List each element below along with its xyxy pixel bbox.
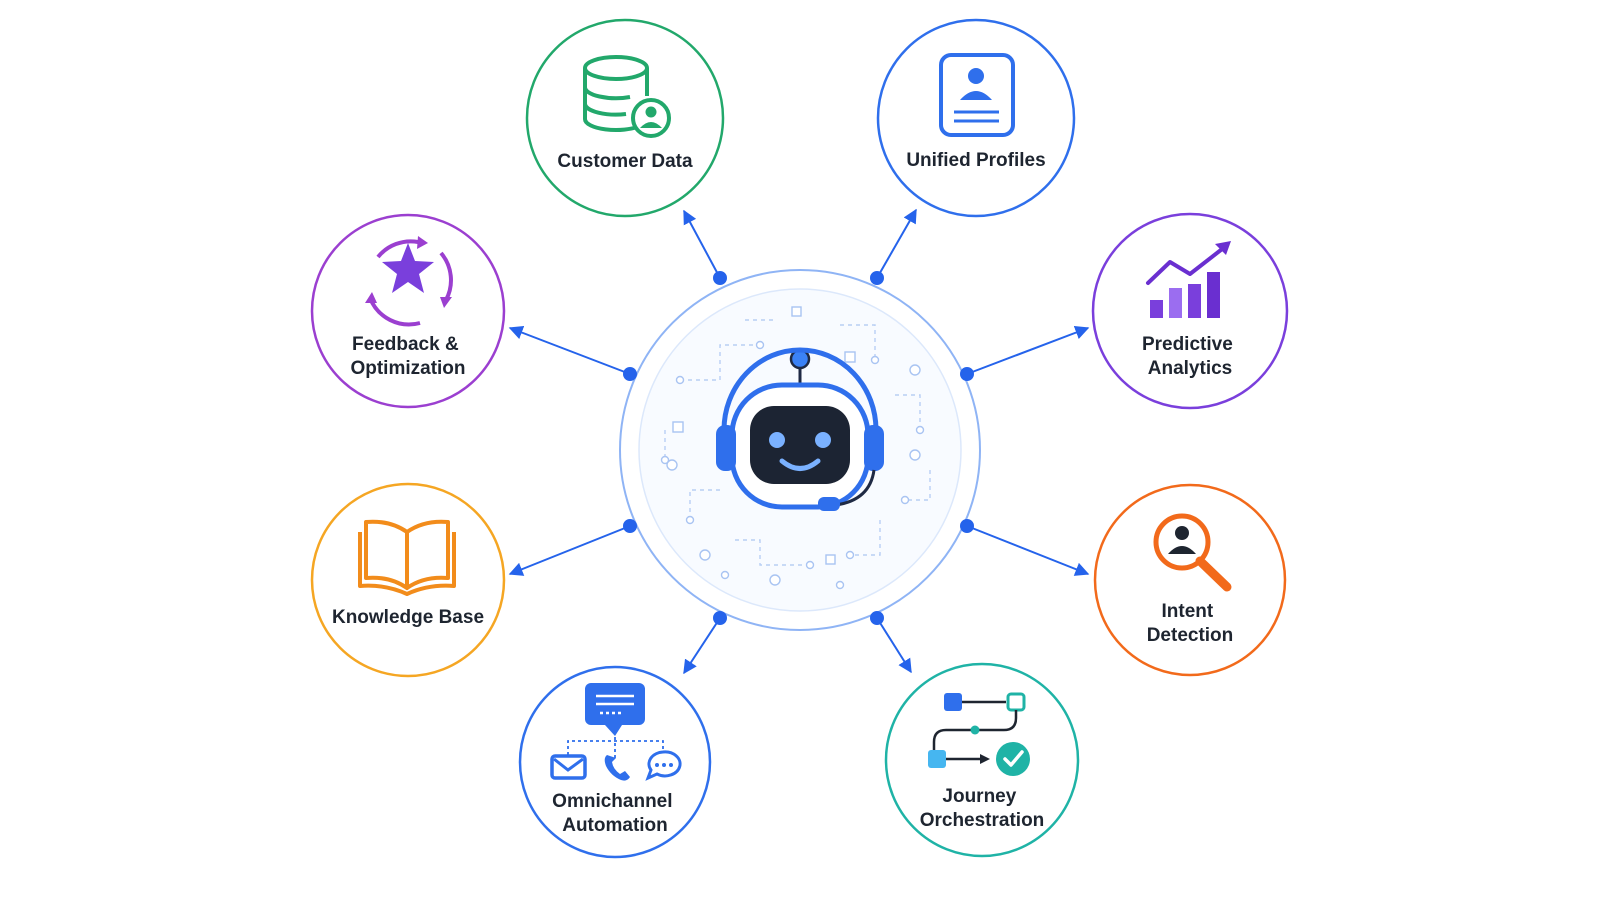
channels-icon [550, 683, 682, 781]
connectors [508, 208, 1090, 675]
node-knowledge-base: Knowledge Base [310, 482, 506, 678]
node-feedback-optimization: Feedback & Optimization [310, 213, 506, 409]
central-hub [619, 269, 981, 631]
open-book-icon [358, 519, 456, 596]
node-label-feedback-optimization: Feedback & Optimization [350, 334, 465, 379]
database-user-icon [582, 55, 671, 138]
circuit-nodes [660, 306, 925, 590]
magnifier-user-icon [1153, 513, 1232, 592]
node-journey-orchestration: Journey Orchestration [884, 662, 1080, 858]
node-label-unified-profiles: Unified Profiles [906, 150, 1045, 171]
profile-card-icon [939, 53, 1015, 137]
node-label-knowledge-base: Knowledge Base [332, 607, 484, 628]
cycle-star-icon [365, 236, 453, 327]
node-unified-profiles: Unified Profiles [876, 18, 1076, 218]
node-label-journey-orchestration: Journey Orchestration [920, 786, 1045, 831]
node-predictive-analytics: Predictive Analytics [1091, 212, 1289, 410]
node-label-intent-detection: Intent Detection [1147, 601, 1234, 646]
node-omnichannel-automation: Omnichannel Automation [518, 665, 712, 859]
robot-headset-icon [716, 347, 884, 511]
node-intent-detection: Intent Detection [1093, 483, 1287, 677]
node-label-omnichannel-automation: Omnichannel Automation [552, 791, 678, 836]
workflow-check-icon [928, 692, 1030, 776]
node-customer-data: Customer Data [525, 18, 725, 218]
bar-chart-trend-icon [1146, 241, 1231, 318]
node-label-predictive-analytics: Predictive Analytics [1142, 334, 1238, 379]
node-label-customer-data: Customer Data [557, 151, 693, 172]
circuit-pattern [664, 319, 931, 566]
